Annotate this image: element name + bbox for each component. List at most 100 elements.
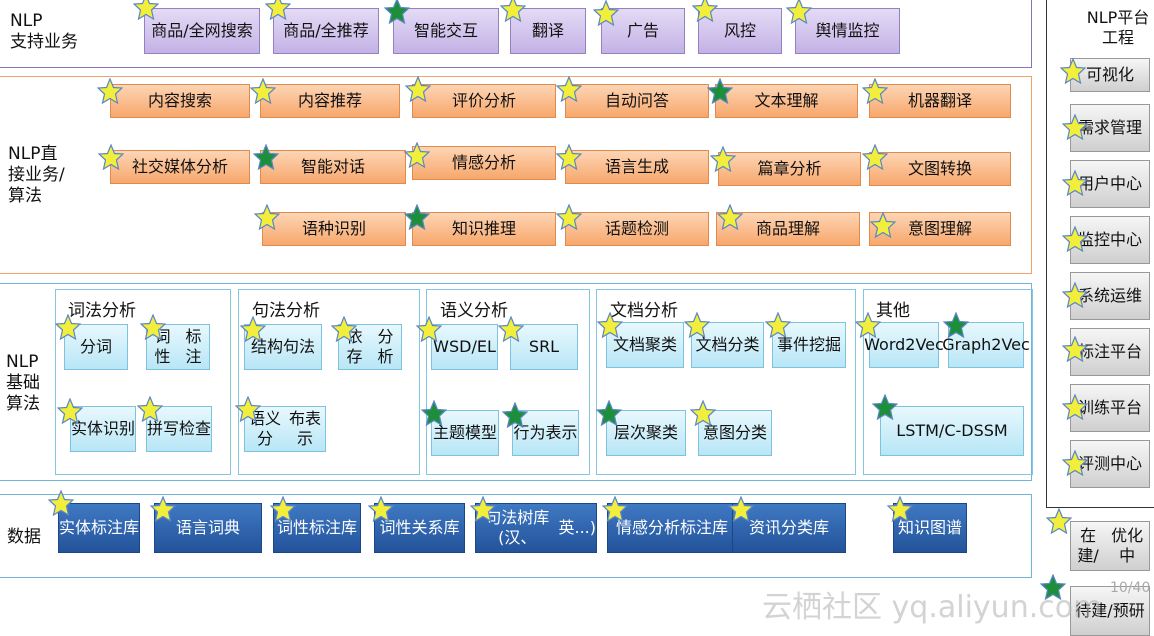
support-item-sentiment-monitoring: 舆情监控 [795,8,900,54]
star-yellow-icon [98,144,124,170]
legend-planned: 待建/预研 [1070,586,1150,636]
star-green-icon [707,78,733,104]
direct-item-review-analysis: 评价分析 [412,84,556,118]
algo-wsd-el: WSD/EL [431,324,498,370]
star-green-icon [872,394,898,420]
star-yellow-icon [331,316,357,342]
group-syntax [238,289,420,475]
star-yellow-icon [404,142,430,168]
star-yellow-icon [137,396,163,422]
star-yellow-icon [556,204,582,230]
star-yellow-icon [692,0,718,22]
star-green-icon [502,402,528,428]
group-semantic [426,289,590,475]
star-green-icon [943,312,969,338]
platform-user-center: 用户中心 [1070,160,1150,208]
star-yellow-icon [250,78,276,104]
direct-item-language-generation: 语言生成 [565,150,709,184]
direct-business-band [0,76,1032,274]
group-document-title: 文档分析 [610,301,678,321]
star-yellow-icon [710,146,736,172]
support-item-translation: 翻译 [510,8,586,54]
direct-item-product-understanding: 商品理解 [716,212,860,246]
support-item-product-recommend: 商品/全推荐 [273,8,379,54]
direct-item-intent-understanding: 意图理解 [869,212,1011,246]
support-item-ads: 广告 [601,8,685,54]
direct-item-text-image: 文图转换 [869,152,1011,186]
direct-business-label: NLP直接业务/算法 [8,144,65,206]
data-knowledge-graph: 知识图谱 [893,503,967,553]
star-yellow-icon [1062,282,1088,308]
direct-item-text-understanding: 文本理解 [715,84,858,118]
data-lexicon: 语言词典 [154,503,262,553]
direct-item-content-recommend: 内容推荐 [260,84,400,118]
star-yellow-icon [240,316,266,342]
direct-item-sentiment: 情感分析 [412,146,556,180]
star-yellow-icon [690,400,716,426]
platform-visualization: 可视化 [1070,58,1150,92]
data-treebank: 句法树库(汉、英...) [475,503,597,553]
platform-title: NLP平台工程 [1086,8,1150,47]
support-item-smart-interaction: 智能交互 [393,8,499,54]
star-green-icon [421,400,447,426]
star-green-icon [253,144,279,170]
star-yellow-icon [235,396,261,422]
star-yellow-icon [684,312,710,338]
star-yellow-icon [48,490,74,516]
group-other [863,289,1033,475]
star-yellow-icon [405,76,431,102]
direct-item-language-id: 语种识别 [262,212,406,246]
star-green-icon [1040,574,1066,600]
algo-srl: SRL [510,324,578,370]
direct-item-qa: 自动问答 [565,84,709,118]
star-yellow-icon [57,398,83,424]
direct-item-social-media: 社交媒体分析 [110,150,250,184]
star-green-icon [384,0,410,24]
star-yellow-icon [1062,450,1088,476]
star-yellow-icon [270,496,296,522]
direct-item-machine-translation: 机器翻译 [869,84,1011,118]
legend-in-progress: 在建/优化中 [1070,521,1150,571]
algo-intent-classification: 意图分类 [698,410,772,456]
algo-pos-tagging: 词性标注 [146,324,210,370]
star-yellow-icon [765,312,791,338]
star-yellow-icon [862,144,888,170]
star-yellow-icon [1060,58,1086,84]
platform-panel [1046,0,1154,508]
star-yellow-icon [416,316,442,342]
algo-spell-check: 拼写检查 [146,406,212,452]
group-syntax-title: 句法分析 [252,301,320,321]
star-yellow-icon [470,496,496,522]
support-item-product-search: 商品/全网搜索 [144,8,260,54]
star-yellow-icon [786,0,812,24]
star-yellow-icon [602,496,628,522]
star-yellow-icon [717,204,743,230]
star-green-icon [596,400,622,426]
star-yellow-icon [1062,394,1088,420]
algo-hierarchical-clustering: 层次聚类 [606,410,686,456]
direct-item-knowledge-reasoning: 知识推理 [412,212,556,246]
star-yellow-icon [1062,114,1088,140]
star-yellow-icon [556,76,582,102]
support-business-band [0,0,1032,68]
data-label: 数据 [7,527,41,547]
support-item-risk-control: 风控 [698,8,782,54]
algo-behavior-representation: 行为表示 [512,410,579,456]
platform-requirements: 需求管理 [1070,104,1150,152]
algo-doc-clustering: 文档聚类 [606,322,684,368]
algo-ner: 实体识别 [70,406,136,452]
star-yellow-icon [887,496,913,522]
algo-distributed-representation: 语义分布表示 [244,406,326,452]
data-entity-corpus: 实体标注库 [58,503,140,553]
star-yellow-icon [368,496,394,522]
group-document [596,289,856,475]
star-yellow-icon [500,0,526,22]
star-yellow-icon [862,78,888,104]
star-yellow-icon [140,314,166,340]
star-yellow-icon [1062,336,1088,362]
star-yellow-icon [150,496,176,522]
basic-algorithm-band [0,283,1032,481]
